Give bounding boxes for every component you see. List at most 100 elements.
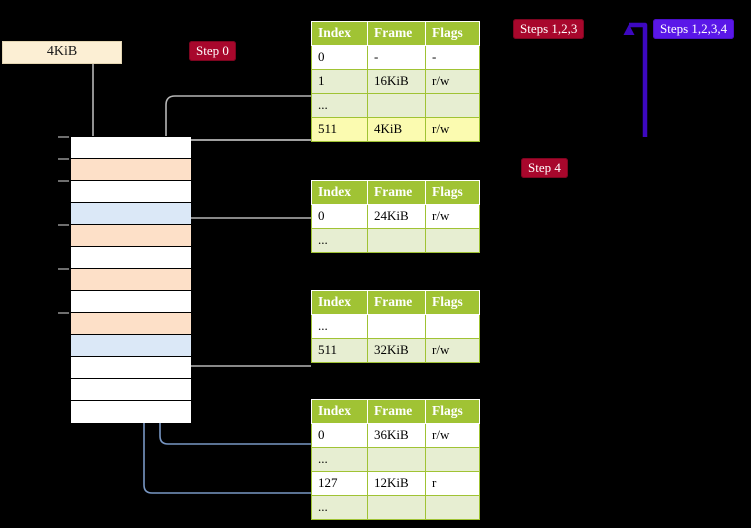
- col-header-frame: Frame: [367, 290, 426, 315]
- memory-frame[interactable]: [71, 159, 191, 181]
- table-header-row: Index Frame Flags: [311, 399, 480, 424]
- badge-step-0-label: Step 0: [196, 43, 229, 58]
- badge-steps-1234: Steps 1,2,3,4: [653, 19, 735, 39]
- cell-flags: r: [425, 471, 480, 496]
- badge-step-0: Step 0: [189, 41, 236, 61]
- col-header-frame: Frame: [367, 399, 426, 424]
- cell-frame: [367, 228, 426, 253]
- pdpt-table: Index Frame Flags 0 24KiB r/w ...: [311, 180, 480, 253]
- table-header-row: Index Frame Flags: [311, 290, 480, 315]
- memory-frame[interactable]: [71, 357, 191, 379]
- memory-frame[interactable]: [71, 203, 191, 225]
- memory-frame-tick: [58, 268, 69, 270]
- cell-index: ...: [311, 447, 368, 472]
- cell-flags: [425, 314, 480, 339]
- page-size-label: 4KiB: [46, 44, 78, 59]
- badge-step-4-label: Step 4: [528, 160, 561, 175]
- cell-index: 127: [311, 471, 368, 496]
- cell-flags: r/w: [425, 423, 480, 448]
- cell-index: ...: [311, 228, 368, 253]
- table-row[interactable]: 511 32KiB r/w: [311, 338, 480, 363]
- page-size-legend-box: 4KiB: [2, 41, 122, 64]
- cell-flags: [425, 495, 480, 520]
- cell-frame: 36KiB: [367, 423, 426, 448]
- table-row-highlighted[interactable]: 511 4KiB r/w: [311, 117, 480, 142]
- cell-index: 511: [311, 338, 368, 363]
- memory-frame[interactable]: [71, 181, 191, 203]
- badge-step-4: Step 4: [521, 158, 568, 178]
- table-row[interactable]: 0 - -: [311, 45, 480, 70]
- memory-frame-tick: [58, 136, 69, 138]
- col-header-frame: Frame: [367, 180, 426, 205]
- cell-index: 0: [311, 204, 368, 229]
- table-row[interactable]: 1 16KiB r/w: [311, 69, 480, 94]
- table-row[interactable]: ...: [311, 228, 480, 253]
- cell-frame: 24KiB: [367, 204, 426, 229]
- cell-flags: [425, 447, 480, 472]
- cell-index: ...: [311, 314, 368, 339]
- arrow-pdpt-0-to-frame: [177, 217, 311, 272]
- cell-index: ...: [311, 93, 368, 118]
- table-header-row: Index Frame Flags: [311, 21, 480, 46]
- memory-frame[interactable]: [71, 335, 191, 357]
- memory-frame[interactable]: [71, 401, 191, 423]
- cell-frame: [367, 447, 426, 472]
- col-header-flags: Flags: [425, 290, 480, 315]
- table-row[interactable]: ...: [311, 447, 480, 472]
- col-header-index: Index: [311, 180, 368, 205]
- cell-frame: [367, 93, 426, 118]
- col-header-index: Index: [311, 290, 368, 315]
- cell-flags: r/w: [425, 338, 480, 363]
- cell-index: 0: [311, 45, 368, 70]
- cell-index: 1: [311, 69, 368, 94]
- cell-frame: 12KiB: [367, 471, 426, 496]
- table-row[interactable]: 0 24KiB r/w: [311, 204, 480, 229]
- table-header-row: Index Frame Flags: [311, 180, 480, 205]
- col-header-flags: Flags: [425, 399, 480, 424]
- col-header-index: Index: [311, 21, 368, 46]
- cell-frame: [367, 314, 426, 339]
- memory-frame[interactable]: [71, 137, 191, 159]
- arrow-steps-1234-loop: [623, 22, 648, 137]
- cell-flags: r/w: [425, 117, 480, 142]
- pml4-table: Index Frame Flags 0 - - 1 16KiB r/w ...: [311, 21, 480, 142]
- memory-frame-tick: [58, 180, 69, 182]
- cell-frame: [367, 495, 426, 520]
- table-row[interactable]: 0 36KiB r/w: [311, 423, 480, 448]
- cell-frame: 16KiB: [367, 69, 426, 94]
- cell-index: 511: [311, 117, 368, 142]
- memory-frame-tick: [58, 312, 69, 314]
- memory-frame[interactable]: [71, 291, 191, 313]
- cell-frame: 4KiB: [367, 117, 426, 142]
- cell-flags: [425, 93, 480, 118]
- memory-frame[interactable]: [71, 313, 191, 335]
- memory-frame[interactable]: [71, 379, 191, 401]
- memory-frame-tick: [58, 158, 69, 160]
- arrow-pd-511-to-frame: [170, 314, 311, 367]
- col-header-index: Index: [311, 399, 368, 424]
- table-row[interactable]: ...: [311, 93, 480, 118]
- pt-table: Index Frame Flags 0 36KiB r/w ... 127 12…: [311, 399, 480, 520]
- col-header-flags: Flags: [425, 21, 480, 46]
- cell-index: ...: [311, 495, 368, 520]
- cell-flags: r/w: [425, 69, 480, 94]
- table-row[interactable]: 127 12KiB r: [311, 471, 480, 496]
- physical-memory-column: [70, 136, 191, 423]
- pd-table: Index Frame Flags ... 511 32KiB r/w: [311, 290, 480, 363]
- cell-frame: -: [367, 45, 426, 70]
- memory-frame[interactable]: [71, 225, 191, 247]
- memory-frame-tick: [58, 224, 69, 226]
- memory-frame[interactable]: [71, 269, 191, 291]
- table-row[interactable]: ...: [311, 314, 480, 339]
- memory-frame[interactable]: [71, 247, 191, 269]
- col-header-flags: Flags: [425, 180, 480, 205]
- table-row[interactable]: ...: [311, 495, 480, 520]
- cell-flags: -: [425, 45, 480, 70]
- cell-flags: r/w: [425, 204, 480, 229]
- col-header-frame: Frame: [367, 21, 426, 46]
- badge-steps-1234-label: Steps 1,2,3,4: [660, 21, 728, 36]
- cell-index: 0: [311, 423, 368, 448]
- badge-steps-123-label: Steps 1,2,3: [520, 21, 578, 36]
- cell-frame: 32KiB: [367, 338, 426, 363]
